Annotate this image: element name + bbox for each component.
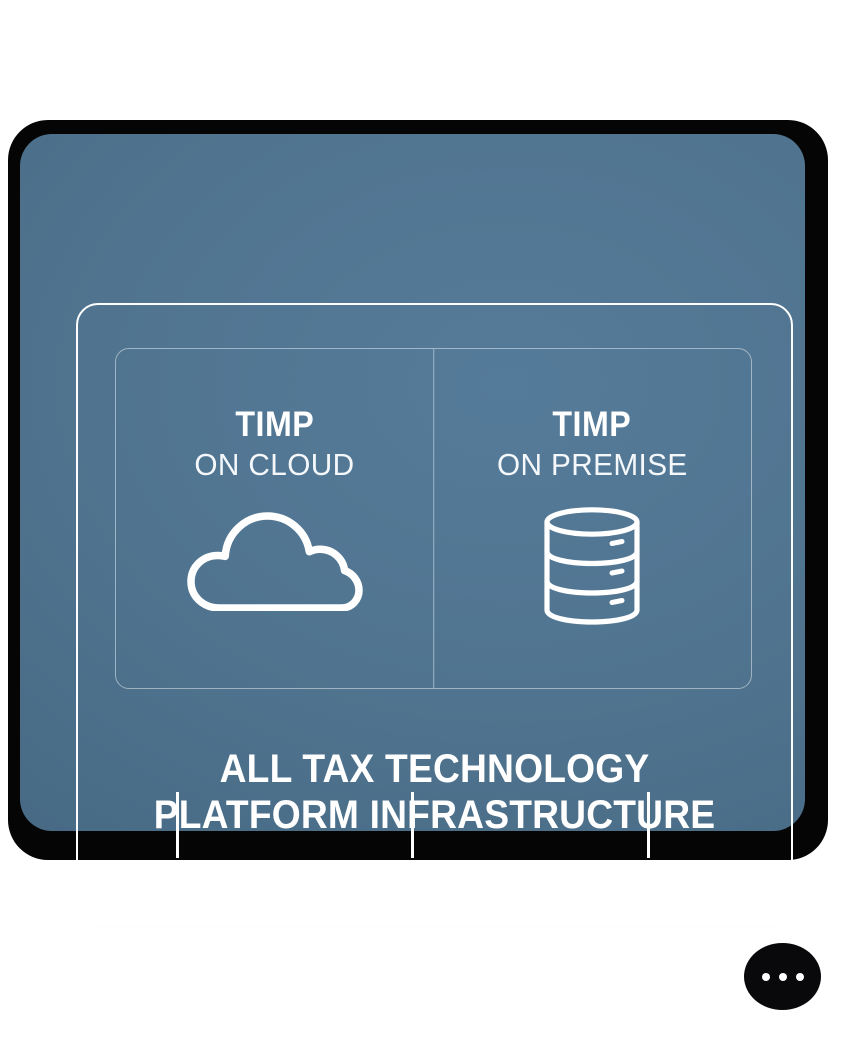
options-panel-divider: [432, 349, 435, 688]
option-premise-subtitle: ON PREMISE: [496, 447, 688, 482]
page-title-line-1: ALL TAX TECHNOLOGY: [219, 747, 650, 791]
more-options-button[interactable]: [744, 943, 821, 1010]
timp-infrastructure-card: TIMP ON CLOUD TIMP ON PREMISE: [20, 134, 805, 928]
connector-stem-3: [647, 792, 650, 858]
database-icon: [542, 506, 642, 630]
card-inner-white-frame: [76, 303, 793, 928]
ellipsis-icon-dot-1: [761, 972, 770, 981]
cloud-icon: [187, 507, 363, 616]
connector-stem-2: [411, 792, 414, 858]
option-cloud-subtitle: ON CLOUD: [194, 447, 355, 482]
option-timp-on-cloud[interactable]: TIMP ON CLOUD: [116, 349, 434, 688]
option-timp-on-premise[interactable]: TIMP ON PREMISE: [434, 349, 752, 688]
option-premise-title: TIMP: [552, 405, 632, 444]
connector-stem-1: [176, 792, 179, 858]
ellipsis-icon-dot-3: [795, 972, 804, 981]
deployment-options-panel: TIMP ON CLOUD TIMP ON PREMISE: [115, 348, 752, 689]
ellipsis-icon-dot-2: [778, 972, 787, 981]
page-title: ALL TAX TECHNOLOGY PLATFORM INFRASTRUCTU…: [101, 746, 768, 838]
option-cloud-title: TIMP: [235, 405, 315, 444]
page-title-line-2: PLATFORM INFRASTRUCTURE: [153, 793, 716, 837]
